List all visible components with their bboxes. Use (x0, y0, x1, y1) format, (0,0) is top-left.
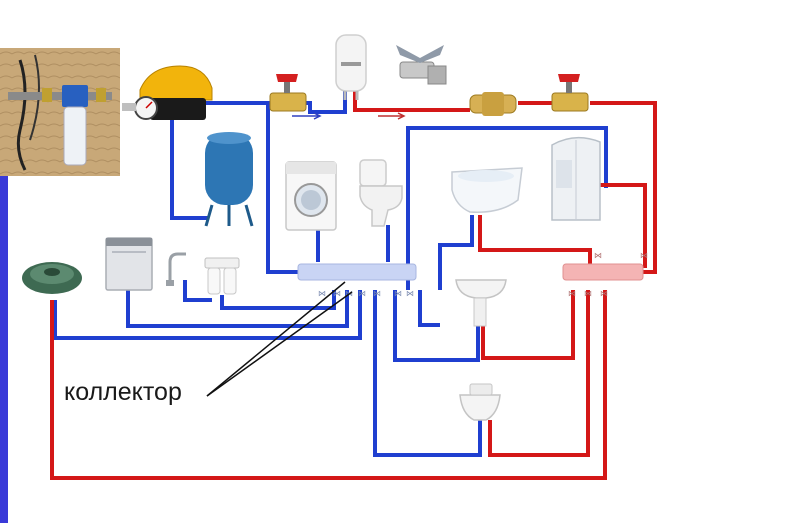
drinking-water-tap (166, 252, 186, 286)
cold-branch-sink (53, 290, 362, 340)
hot-branch-washbasin (481, 290, 575, 360)
bathtub (451, 167, 523, 213)
kitchen-sink (22, 262, 82, 294)
cold-collector: ⋈⋈⋈ ⋈⋈⋈⋈ (297, 263, 417, 298)
hot-branch-bidet (488, 290, 590, 457)
svg-text:⋈: ⋈ (584, 289, 592, 298)
water-filter-photo (0, 48, 120, 176)
collector-label: коллектор (64, 378, 182, 406)
check-valve (469, 92, 517, 116)
svg-text:⋈: ⋈ (594, 251, 602, 260)
cold-branch-bidet (373, 290, 482, 457)
svg-text:⋈: ⋈ (358, 289, 366, 298)
water-heater (335, 34, 367, 100)
flow-arrows (292, 112, 406, 120)
svg-text:⋈: ⋈ (373, 289, 381, 298)
bidet (459, 383, 501, 421)
hot-branch-bath (478, 215, 592, 268)
svg-text:⋈: ⋈ (333, 289, 341, 298)
drinking-water-filter (204, 257, 240, 295)
hot-water-pipes (50, 88, 657, 480)
cold-branch-bath (406, 126, 608, 290)
svg-text:⋈: ⋈ (318, 289, 326, 298)
cold-branch-washbasin (393, 290, 480, 362)
cold-branch-tap (183, 280, 212, 302)
expansion-tank (204, 132, 254, 227)
hot-branch-shower (600, 183, 647, 268)
hot-branch-sink (50, 290, 607, 480)
dishwasher (105, 237, 153, 291)
cold-riser (266, 103, 298, 274)
cold-branch-filter (220, 290, 336, 310)
svg-text:⋈: ⋈ (568, 289, 576, 298)
cold-water-pipes (53, 88, 608, 457)
safety-valve (396, 45, 447, 85)
hot-from-heater (353, 88, 470, 112)
cold-to-heater (305, 88, 347, 114)
left-edge-bar (0, 175, 8, 523)
pump-station (122, 65, 213, 120)
svg-text:⋈: ⋈ (600, 289, 608, 298)
cold-branch-bath-inner (438, 215, 474, 290)
ball-valve-cold (269, 74, 307, 112)
svg-text:⋈: ⋈ (640, 251, 648, 260)
cold-to-tank (170, 112, 208, 220)
washbasin (455, 279, 507, 327)
toilet (359, 159, 403, 227)
shower-cabin (551, 136, 601, 221)
washing-machine (285, 161, 337, 231)
hot-main-right (590, 101, 657, 274)
svg-text:⋈: ⋈ (406, 289, 414, 298)
cold-branch-dishwasher (126, 290, 349, 328)
cold-branch-shower-inner (418, 290, 440, 327)
ball-valve-hot (551, 74, 589, 112)
svg-text:⋈: ⋈ (394, 289, 402, 298)
hot-collector: ⋈ ⋈ ⋈ ⋈ ⋈ (562, 251, 648, 298)
collector-pointer (206, 281, 353, 397)
